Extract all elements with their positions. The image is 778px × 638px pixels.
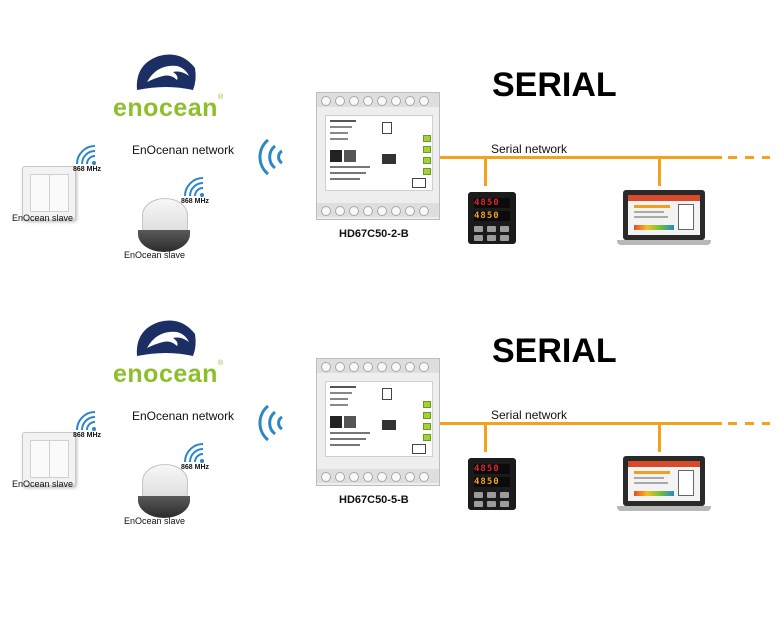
wireless-receiver-icon (258, 404, 283, 442)
controller-drop-line (484, 422, 487, 452)
controller-display-top: 4850 (474, 464, 510, 474)
controller-display-bottom: 4850 (474, 477, 510, 487)
diagram-panel-top: enocean® SERIAL EnOcean slave 868 MHz 86… (0, 0, 778, 266)
panel-controller-icon: 4850 4850 (468, 458, 516, 510)
frequency-label: 868 MHz (73, 432, 102, 439)
serial-bus-line (440, 422, 722, 425)
enocean-network-label: EnOcenan network (132, 143, 235, 157)
serial-bus-line (440, 156, 722, 159)
serial-bus-dash (728, 422, 737, 425)
serial-bus-dash (762, 156, 770, 159)
slave-switch-label: EnOcean slave (12, 479, 74, 489)
wifi-signal-icon (76, 411, 96, 431)
slave-switch-label: EnOcean slave (12, 213, 74, 223)
frequency-label: 868 MHz (181, 464, 210, 471)
panel-controller-icon: 4850 4850 (468, 192, 516, 244)
controller-drop-line (484, 156, 487, 186)
controller-display-bottom: 4850 (474, 211, 510, 221)
wireless-receiver-icon (258, 138, 283, 176)
slave-sensor-label: EnOcean slave (124, 516, 186, 526)
wifi-signal-icon (184, 443, 204, 463)
wifi-signal-icon (76, 145, 96, 165)
serial-bus-dash (745, 156, 754, 159)
laptop-drop-line (658, 156, 661, 186)
light-switch-icon (22, 166, 76, 220)
serial-network-label: Serial network (491, 408, 568, 422)
frequency-label: 868 MHz (181, 198, 210, 205)
light-switch-icon (22, 432, 76, 486)
serial-bus-dash (762, 422, 770, 425)
wifi-signal-icon (184, 177, 204, 197)
serial-bus-dash (728, 156, 737, 159)
enocean-logo-text: enocean® (113, 360, 224, 388)
slave-sensor-label: EnOcean slave (124, 250, 186, 260)
frequency-label: 868 MHz (73, 166, 102, 173)
enocean-sensor-icon (138, 198, 190, 256)
enocean-dolphin-logo-icon (136, 320, 196, 356)
diagram-panel-bottom: enocean® SERIAL EnOcean slave 868 MHz 86… (0, 266, 778, 532)
controller-display-top: 4850 (474, 198, 510, 208)
enocean-sensor-icon (138, 464, 190, 522)
serial-bus-dash (745, 422, 754, 425)
serial-title: SERIAL (492, 66, 617, 104)
serial-network-label: Serial network (491, 142, 568, 156)
gateway-module-icon (316, 358, 440, 486)
laptop-icon (616, 190, 712, 248)
device-label: HD67C50-2-B (339, 228, 409, 240)
laptop-icon (616, 456, 712, 514)
device-label: HD67C50-5-B (339, 494, 409, 506)
gateway-module-icon (316, 92, 440, 220)
enocean-dolphin-logo-icon (136, 54, 196, 90)
enocean-logo-text: enocean® (113, 94, 224, 122)
serial-title: SERIAL (492, 332, 617, 370)
enocean-network-label: EnOcenan network (132, 409, 235, 423)
laptop-drop-line (658, 422, 661, 452)
